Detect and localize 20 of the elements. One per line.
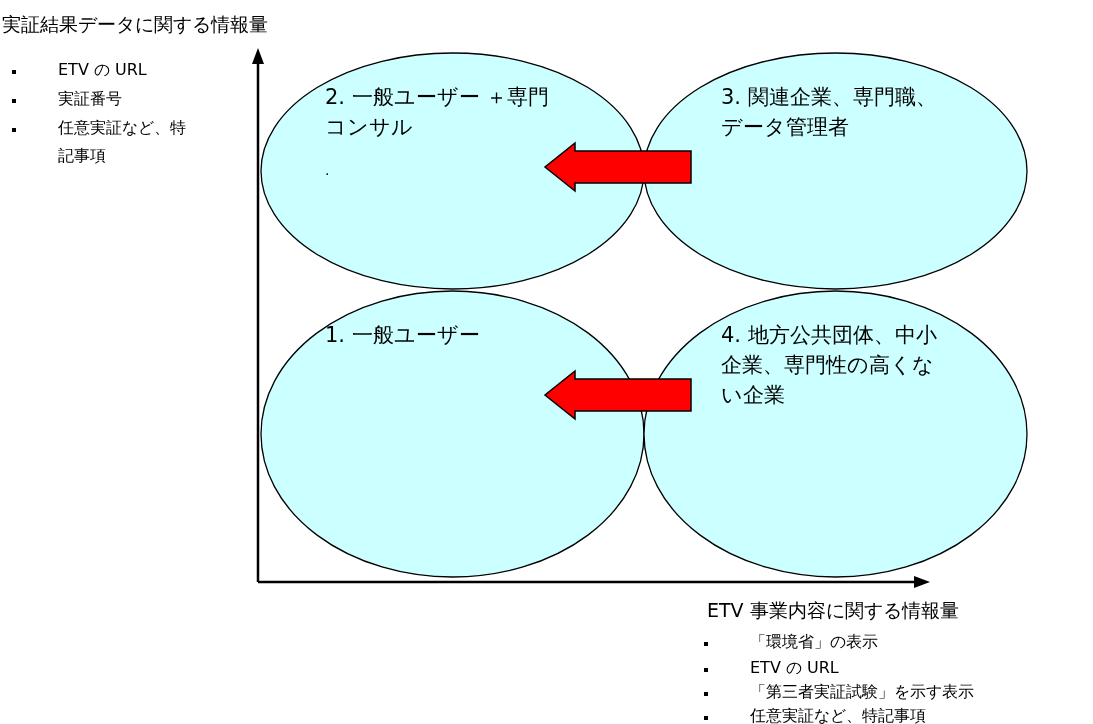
- block-arrow: [543, 369, 692, 421]
- list-item: 「第三者実証試験」を示す表示: [750, 681, 974, 703]
- list-item: ETV の URL: [750, 657, 839, 679]
- node-label: 3. 関連企業、専門職、データ管理者: [721, 84, 938, 141]
- node-label: 1. 一般ユーザー: [325, 322, 481, 349]
- list-item: 任意実証など、特記事項: [750, 705, 926, 724]
- dot-mark: .: [325, 162, 331, 178]
- list-item: 「環境省」の表示: [750, 631, 878, 653]
- node-label: 2. 一般ユーザー ＋専門コンサル: [325, 84, 551, 141]
- axis-title: 実証結果データに関する情報量: [2, 12, 268, 37]
- list-item: ETV の URL: [58, 59, 147, 81]
- ellipse-node: [260, 290, 645, 578]
- axis-title: ETV 事業内容に関する情報量: [707, 598, 959, 623]
- ellipse-node: [643, 52, 1028, 290]
- ellipse-node: [260, 52, 645, 290]
- list-item: 任意実証など、特記事項: [58, 117, 187, 167]
- list-item: 実証番号: [58, 88, 122, 110]
- block-arrow: [543, 141, 692, 193]
- node-label: 4. 地方公共団体、中小企業、専門性の高くない企業: [721, 322, 938, 409]
- ellipse-node: [643, 290, 1028, 578]
